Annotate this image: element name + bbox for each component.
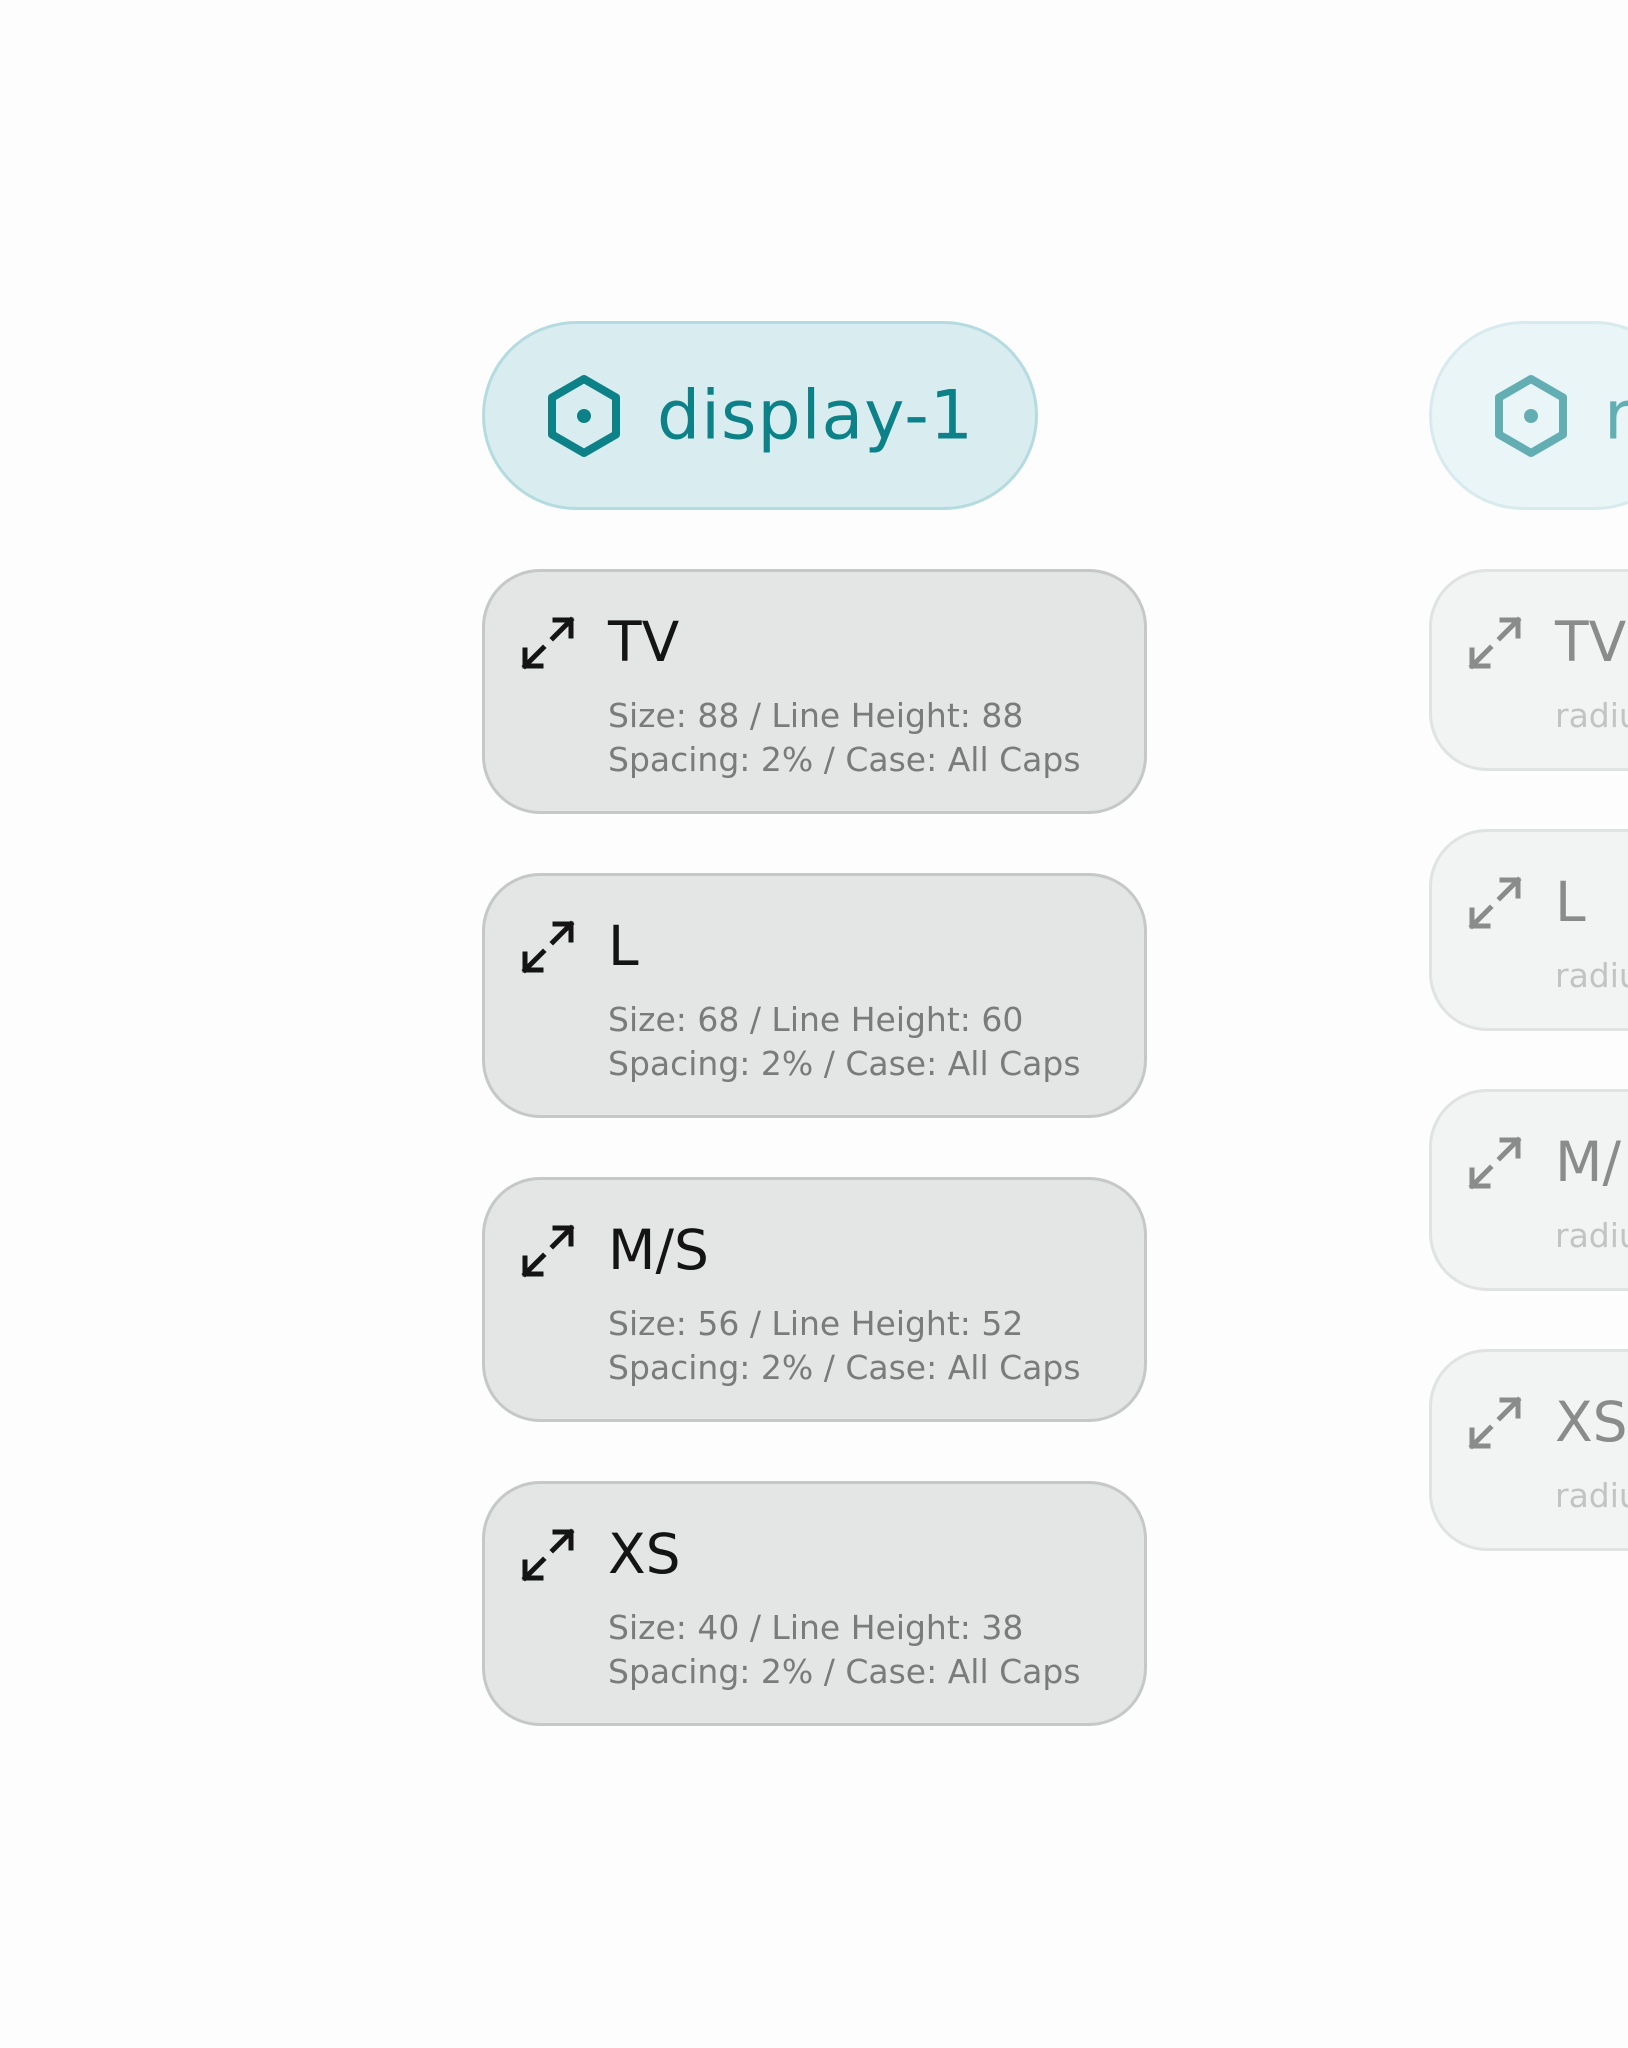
breakpoint-title: L	[1555, 870, 1586, 934]
token-name: display-1	[657, 376, 975, 455]
breakpoint-card-l[interactable]: L Size: 68 / Line Height: 60 Spacing: 2%…	[482, 873, 1147, 1118]
radius-value: radiu	[1555, 1216, 1628, 1255]
token-pill[interactable]: r	[1429, 321, 1628, 510]
expand-icon	[521, 616, 575, 670]
breakpoint-card-m-s[interactable]: M/ radiu	[1429, 1089, 1628, 1291]
size-line-height: Size: 68 / Line Height: 60	[608, 1000, 1024, 1039]
breakpoint-card-tv[interactable]: TV Size: 88 / Line Height: 88 Spacing: 2…	[482, 569, 1147, 814]
expand-icon	[521, 1224, 575, 1278]
expand-icon	[1468, 876, 1522, 930]
breakpoint-title: TV	[608, 610, 680, 674]
expand-icon	[1468, 1136, 1522, 1190]
spacing-case: Spacing: 2% / Case: All Caps	[608, 1348, 1081, 1387]
breakpoint-title: XS	[608, 1522, 681, 1586]
size-line-height: Size: 88 / Line Height: 88	[608, 696, 1024, 735]
token-name: r	[1604, 376, 1628, 455]
breakpoint-card-m-s[interactable]: M/S Size: 56 / Line Height: 52 Spacing: …	[482, 1177, 1147, 1422]
radius-value: radiu	[1555, 956, 1628, 995]
breakpoint-title: M/	[1555, 1130, 1621, 1194]
breakpoint-title: M/S	[608, 1218, 709, 1282]
breakpoint-title: TV	[1555, 610, 1627, 674]
breakpoint-card-xs[interactable]: XS radiu	[1429, 1349, 1628, 1551]
breakpoint-title: XS	[1555, 1390, 1628, 1454]
breakpoint-card-tv[interactable]: TV radiu	[1429, 569, 1628, 771]
expand-icon	[521, 1528, 575, 1582]
radius-value: radiu	[1555, 1476, 1628, 1515]
spacing-case: Spacing: 2% / Case: All Caps	[608, 1044, 1081, 1083]
breakpoint-card-xs[interactable]: XS Size: 40 / Line Height: 38 Spacing: 2…	[482, 1481, 1147, 1726]
breakpoint-title: L	[608, 914, 639, 978]
size-line-height: Size: 56 / Line Height: 52	[608, 1304, 1024, 1343]
expand-icon	[521, 920, 575, 974]
breakpoint-card-l[interactable]: L radiu	[1429, 829, 1628, 1031]
hexagon-dot-icon	[1495, 374, 1567, 457]
token-pill[interactable]: display-1	[482, 321, 1038, 510]
expand-icon	[1468, 1396, 1522, 1450]
spacing-case: Spacing: 2% / Case: All Caps	[608, 1652, 1081, 1691]
spacing-case: Spacing: 2% / Case: All Caps	[608, 740, 1081, 779]
size-line-height: Size: 40 / Line Height: 38	[608, 1608, 1024, 1647]
radius-value: radiu	[1555, 696, 1628, 735]
hexagon-dot-icon	[548, 374, 620, 457]
expand-icon	[1468, 616, 1522, 670]
